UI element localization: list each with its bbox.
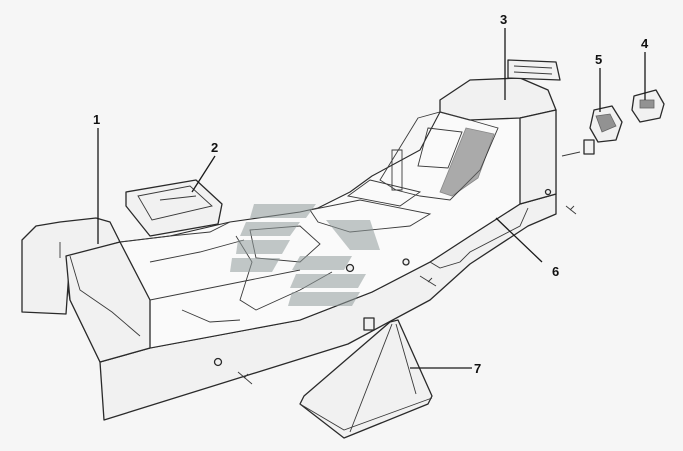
callout-3: 3: [500, 12, 507, 27]
callout-7: 7: [474, 361, 481, 376]
callout-1: 1: [93, 112, 100, 127]
console-body: [21, 77, 595, 421]
watermark-logo: [230, 204, 380, 306]
callout-2: 2: [211, 140, 218, 155]
callout-6: 6: [552, 264, 559, 279]
callout-4: 4: [641, 36, 649, 51]
shift-boot-part: [299, 319, 433, 439]
small-lid-part: [125, 179, 223, 237]
armrest-pad: [507, 59, 561, 81]
connector-part: [631, 89, 665, 123]
callout-5: 5: [595, 52, 602, 67]
callout-labels: 1 2 3 4 5 6 7: [93, 12, 649, 376]
leader-lines: [97, 28, 646, 369]
switch-part: [589, 105, 623, 143]
